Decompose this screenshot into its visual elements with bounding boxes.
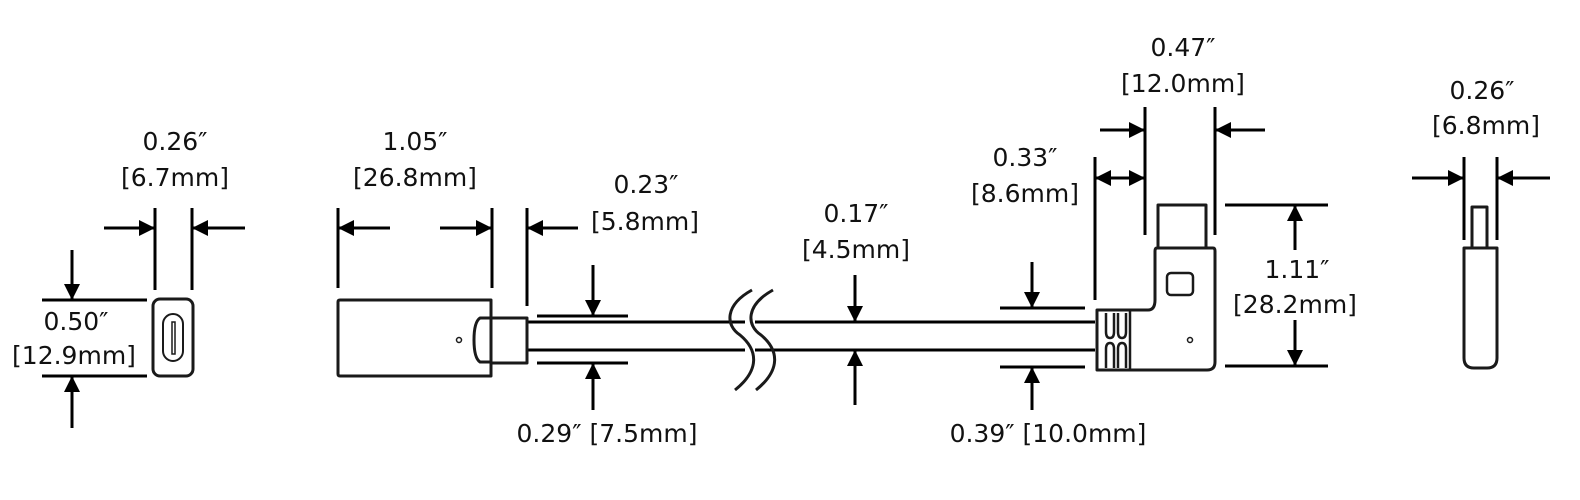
led-dot [455, 336, 463, 344]
height-mm-label: [28.2mm] [1233, 290, 1357, 319]
cable-diameter-mm-label: [4.5mm] [802, 235, 910, 264]
usb-c-plug-tip [1156, 203, 1208, 250]
cable-break-mark [728, 288, 756, 392]
cable-diameter-in-label: 0.17″ [823, 199, 888, 228]
relief-mm-label: [5.8mm] [591, 207, 699, 236]
grip-ribs [1104, 310, 1132, 370]
cable-break-mark [749, 288, 777, 392]
length-in-label: 1.05″ [382, 127, 447, 156]
plug-body-edge [1462, 246, 1499, 370]
led-dot [1186, 336, 1194, 344]
plug-tip-edge [1470, 205, 1489, 250]
female-connector-body [336, 298, 493, 378]
height-label: 0.29″ [7.5mm] [517, 419, 698, 448]
height-in-label: 0.50″ [43, 307, 108, 336]
thickness-label: 0.39″ [10.0mm] [950, 419, 1147, 448]
width-in-label: 0.47″ [1150, 33, 1215, 62]
female-connector-side-view: 1.05″ [26.8mm] 0.23″ [5.8mm] 0.29″ [7.5m… [336, 127, 699, 448]
female-receptacle-outline [151, 297, 195, 378]
female-end-view: 0.26″ [6.7mm] 0.50″ [12.9mm] [12, 127, 245, 428]
strain-relief [489, 316, 529, 365]
width-in-label: 0.26″ [142, 127, 207, 156]
width-mm-label: [6.7mm] [121, 163, 229, 192]
right-angle-plug-body [1095, 246, 1217, 372]
right-angle-plug-side-view: 0.39″ [10.0mm] 0.33″ [8.6mm] 0.47″ [12.0… [950, 33, 1357, 448]
height-mm-label: [12.9mm] [12, 341, 136, 370]
port-tongue [171, 321, 176, 355]
logo-recess [1165, 271, 1195, 297]
width-in-label: 0.26″ [1449, 76, 1514, 105]
cable: 0.17″ [4.5mm] [527, 199, 1095, 405]
usb-c-port-icon [162, 313, 184, 362]
plug-end-view: 0.26″ [6.8mm] [1412, 76, 1550, 370]
width-mm-label: [6.8mm] [1432, 111, 1540, 140]
offset-mm-label: [8.6mm] [971, 179, 1079, 208]
relief-in-label: 0.23″ [613, 170, 678, 199]
length-mm-label: [26.8mm] [353, 163, 477, 192]
height-in-label: 1.11″ [1264, 255, 1329, 284]
offset-in-label: 0.33″ [992, 143, 1057, 172]
width-mm-label: [12.0mm] [1121, 69, 1245, 98]
